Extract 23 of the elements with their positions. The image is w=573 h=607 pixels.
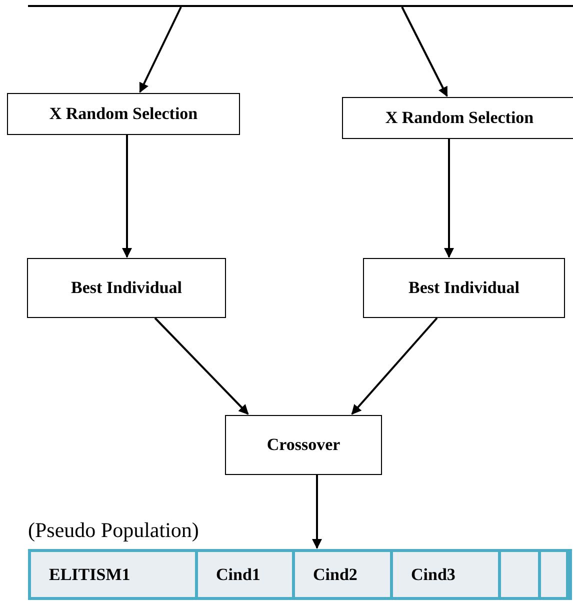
- box-label: Crossover: [266, 435, 340, 455]
- process-box: [7, 93, 240, 135]
- arrow: [444, 139, 454, 258]
- arrow: [312, 475, 322, 549]
- arrow: [401, 6, 448, 97]
- arrow: [139, 6, 182, 93]
- process-box: [342, 97, 573, 139]
- table-heading: (Pseudo Population): [28, 518, 199, 543]
- cell-text: Cind2: [313, 564, 358, 584]
- process-box: [363, 258, 565, 318]
- box-label: X Random Selection: [385, 108, 534, 128]
- horizontal-line: [28, 5, 573, 7]
- cell-text: Cind1: [216, 564, 260, 584]
- arrow: [122, 135, 132, 258]
- process-box: [27, 258, 226, 318]
- arrow: [154, 317, 249, 415]
- box-label: Best Individual: [70, 278, 182, 298]
- box-label: X Random Selection: [49, 104, 198, 124]
- arrow: [351, 317, 438, 415]
- process-box: [225, 415, 382, 475]
- cell-text: ELITISM1: [49, 564, 130, 584]
- box-label: Best Individual: [408, 278, 520, 298]
- cell-text: Cind3: [411, 564, 456, 584]
